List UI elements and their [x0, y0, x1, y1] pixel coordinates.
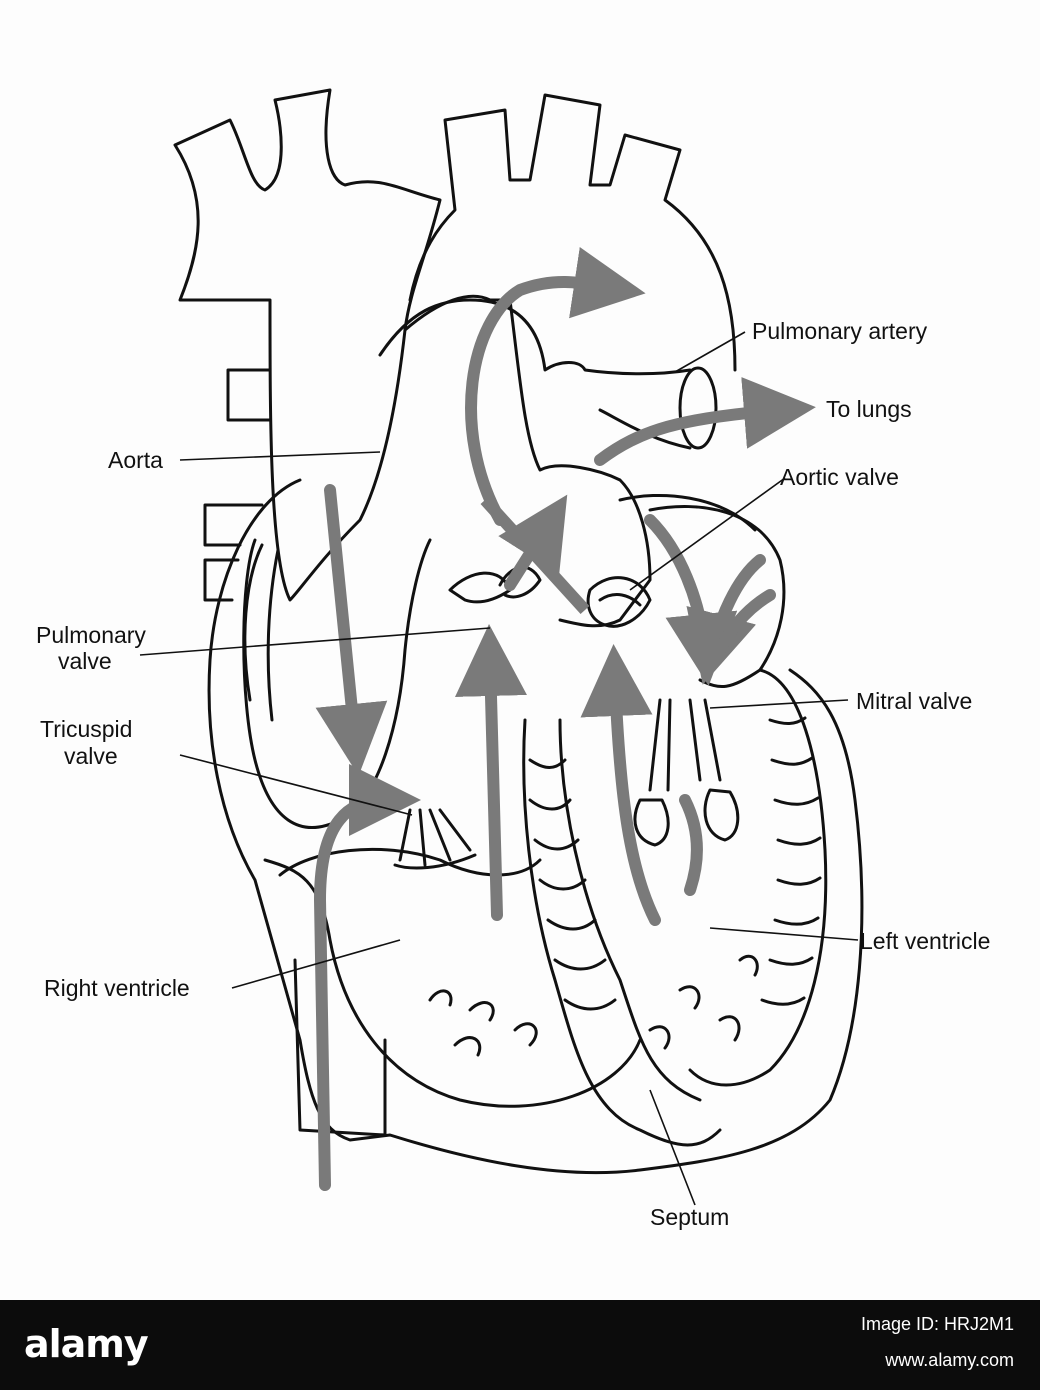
watermark-image-id: Image ID: HRJ2M1 — [860, 1314, 1014, 1334]
leader-right-ventricle — [231, 939, 401, 989]
flow-arrow-left-ventricle-up — [580, 644, 661, 926]
septum-outline — [522, 718, 722, 1147]
right-atrium-left-fold — [243, 543, 280, 722]
heart-diagram: Pulmonary artery To lungs Aorta Aortic v… — [36, 88, 991, 1230]
aorta-root-wall — [403, 294, 652, 628]
flow-arrow-vena-cava — [315, 484, 388, 776]
flow-arrow-pulmonary-vein-in-2 — [714, 589, 776, 656]
watermark-logo: alamy — [24, 1322, 149, 1366]
septum-ridges — [528, 758, 617, 1011]
pulmonary-artery-opening — [678, 366, 718, 450]
aortic-arch — [408, 93, 737, 372]
flow-arrow-right-ventricle-up — [455, 624, 527, 921]
pulmonary-artery-trunk — [378, 298, 692, 376]
right-ventricle-floor — [278, 847, 542, 877]
flow-arrow-arch — [465, 247, 646, 526]
superior-vena-cava — [173, 88, 442, 602]
mitral-chordae — [633, 698, 740, 847]
aortic-valve-leaflets — [586, 576, 652, 628]
leader-septum — [649, 1089, 696, 1206]
left-ventricle-inner-wall — [688, 668, 828, 1087]
label-mitral-valve: Mitral valve — [856, 688, 973, 714]
label-left-ventricle: Left ventricle — [860, 928, 991, 954]
watermark-bar: alamy Image ID: HRJ2M1 www.alamy.com — [0, 1300, 1040, 1390]
flow-arrow-pulmonary-vein-in — [686, 554, 766, 685]
heart-outer-wall — [207, 478, 864, 1175]
ventricle-trabeculae-scribbles — [428, 954, 759, 1057]
leader-pulmonary-valve — [139, 627, 491, 656]
label-pulmonary-artery: Pulmonary artery — [752, 318, 928, 344]
leader-pulmonary-artery — [674, 331, 746, 373]
pulmonary-artery-lower-wall — [598, 408, 692, 450]
leader-aorta — [179, 451, 381, 461]
label-aortic-valve: Aortic valve — [780, 464, 899, 490]
septum-inner — [558, 718, 702, 1102]
leader-tricuspid-valve — [179, 754, 413, 816]
label-tricuspid-valve-line1: Tricuspid — [40, 716, 133, 742]
leader-mitral-valve — [709, 699, 849, 709]
label-pulmonary-valve-line1: Pulmonary — [36, 622, 146, 648]
label-aorta: Aorta — [108, 447, 163, 473]
flow-arrow-aorta-down — [480, 495, 590, 615]
label-tricuspid-valve-line2: valve — [64, 743, 118, 769]
heart-illustration — [139, 88, 864, 1206]
left-atrium-inner-wall — [618, 493, 757, 532]
flow-arrow-left-atrium-down — [644, 514, 738, 686]
leader-aortic-valve — [629, 477, 786, 591]
flow-arrow-mitral-loop — [679, 794, 703, 896]
label-pulmonary-valve-line2: valve — [58, 648, 112, 674]
label-septum: Septum — [650, 1204, 730, 1230]
inferior-vena-cava — [293, 958, 387, 1137]
flow-arrow-inferior — [313, 764, 421, 1191]
pulmonary-valve-leaflets — [448, 565, 542, 604]
flow-arrow-to-lungs — [594, 376, 816, 466]
leader-left-ventricle — [709, 927, 859, 941]
label-right-ventricle: Right ventricle — [44, 975, 190, 1001]
label-to-lungs: To lungs — [826, 396, 912, 422]
pulmonary-vein-right-upper — [226, 368, 272, 422]
left-ventricle-trabeculae — [760, 716, 822, 1006]
watermark-url: www.alamy.com — [885, 1350, 1014, 1370]
